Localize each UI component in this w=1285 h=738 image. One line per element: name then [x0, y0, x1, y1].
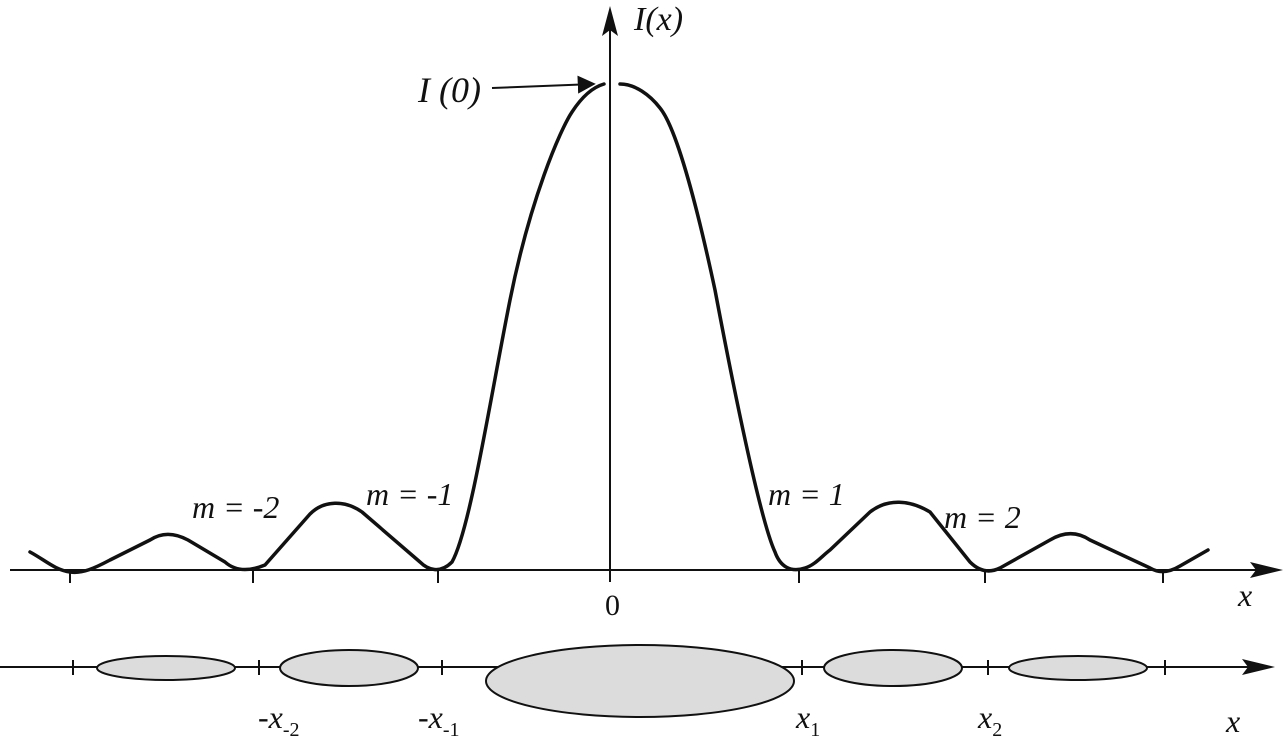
- tick-label-pos2: x2: [977, 699, 1002, 738]
- spot-order-neg2: [96, 655, 236, 681]
- x-axis-arrowhead: [1250, 562, 1283, 578]
- y-axis-label: I(x): [633, 1, 683, 38]
- upper-axis-ticks: [69, 570, 1164, 583]
- peak-label: I (0): [417, 70, 481, 110]
- bottom-axis-label: x: [1225, 703, 1240, 738]
- y-axis-arrowhead: [602, 6, 618, 36]
- tick-label-pos1: x1: [795, 699, 820, 738]
- spot-order-pos2: [1008, 655, 1148, 681]
- x-axis-label: x: [1237, 577, 1252, 613]
- intensity-curve-left: [28, 82, 606, 575]
- order-label-m-neg2: m = -2: [192, 489, 279, 525]
- order-label-m-pos1: m = 1: [768, 476, 845, 512]
- peak-arrow: [491, 75, 596, 94]
- spot-central: [485, 644, 795, 718]
- order-label-m-pos2: m = 2: [944, 499, 1021, 535]
- bottom-axis-ticks: [72, 660, 1166, 675]
- spot-order-neg1: [279, 649, 419, 687]
- intensity-curve-right: [618, 82, 1210, 574]
- tick-label-neg2: -x-2: [258, 699, 300, 738]
- origin-label: 0: [605, 589, 620, 622]
- tick-label-neg1: -x-1: [418, 699, 460, 738]
- spot-order-pos1: [823, 649, 963, 687]
- order-label-m-neg1: m = -1: [366, 476, 453, 512]
- bottom-axis-arrowhead: [1242, 659, 1275, 675]
